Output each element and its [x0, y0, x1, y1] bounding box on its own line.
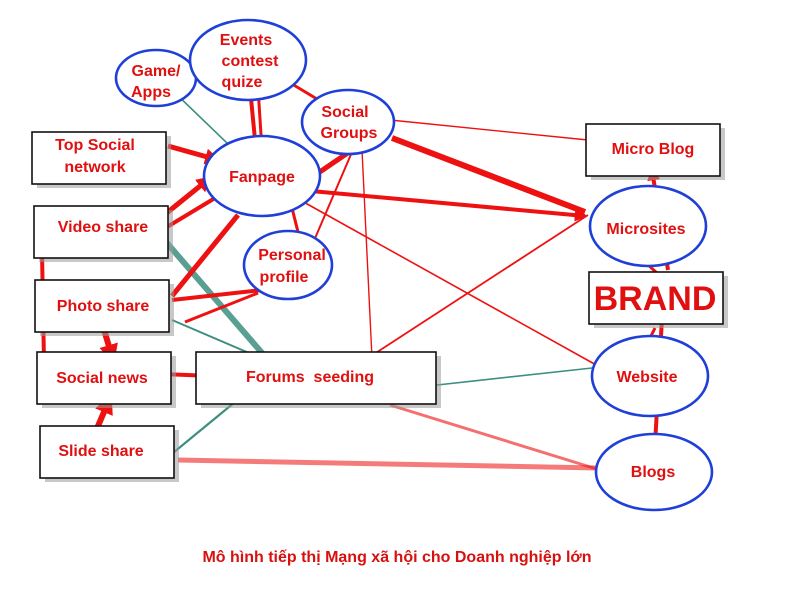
blogs-label: Blogs — [631, 464, 676, 481]
events-label-1: Events — [220, 32, 273, 49]
top-social-label-2: network — [64, 159, 125, 176]
node-events-contest-quize: Events contest quize — [188, 18, 308, 102]
slide-share-label: Slide share — [58, 443, 143, 460]
line-groups-forums — [361, 149, 373, 359]
arrow-fanpage-microsites — [299, 188, 588, 222]
social-news-label: Social news — [56, 370, 148, 387]
node-top-social-network: Top Social network — [31, 131, 171, 188]
line-forums-blogs — [389, 403, 601, 472]
node-slide-share: Slide share — [39, 425, 179, 482]
brand-label: BRAND — [594, 280, 717, 318]
top-social-label-1: Top Social — [55, 137, 135, 154]
fanpage-label: Fanpage — [229, 169, 295, 186]
arrow-photo-fanpage — [170, 213, 240, 298]
line-forums-microsites — [367, 214, 589, 359]
line-forums-website — [427, 367, 593, 387]
node-brand: BRAND — [588, 271, 728, 328]
personal-profile-label-1: Personal — [258, 247, 326, 264]
website-label: Website — [616, 369, 677, 386]
social-groups-label-2: Groups — [321, 125, 378, 142]
micro-blog-label: Micro Blog — [612, 141, 695, 158]
game-apps-label-2: Apps — [131, 84, 171, 101]
node-social-news: Social news — [36, 351, 176, 408]
node-website: Website — [590, 334, 710, 418]
events-label-2: contest — [222, 53, 280, 70]
node-forums-seeding: Forums seeding — [195, 351, 441, 408]
video-share-label: Video share — [58, 219, 149, 236]
social-groups-label-1: Social — [321, 104, 368, 121]
node-social-groups: Social Groups — [300, 88, 396, 156]
diagram-caption: Mô hình tiếp thị Mạng xã hội cho Doanh n… — [202, 549, 591, 566]
line-video-forums — [157, 233, 278, 370]
microsites-label: Microsites — [606, 221, 685, 238]
node-microsites: Microsites — [588, 184, 708, 268]
node-personal-profile: Personal profile — [242, 229, 334, 301]
line-fanpage-website — [299, 199, 599, 367]
node-micro-blog: Micro Blog — [585, 123, 725, 180]
line-slide-blogs — [177, 457, 599, 471]
node-fanpage: Fanpage — [202, 134, 322, 218]
arrow-groups-microsites — [390, 135, 587, 215]
node-photo-share: Photo share — [34, 279, 174, 336]
line-groups-microblog — [389, 119, 589, 141]
arrow-photo-personal-1 — [171, 288, 263, 302]
arrow-groups-personal — [309, 151, 353, 251]
arrow-photo-personal-2 — [184, 291, 259, 324]
game-apps-label-1: Game/ — [132, 63, 181, 80]
events-label-3: quize — [222, 74, 263, 91]
node-video-share: Video share — [33, 205, 173, 262]
node-game-apps: Game/ Apps — [114, 48, 198, 108]
node-blogs: Blogs — [594, 432, 714, 512]
personal-profile-label-2: profile — [260, 269, 309, 286]
forums-seeding-label: Forums seeding — [246, 369, 374, 386]
photo-share-label: Photo share — [57, 298, 150, 315]
